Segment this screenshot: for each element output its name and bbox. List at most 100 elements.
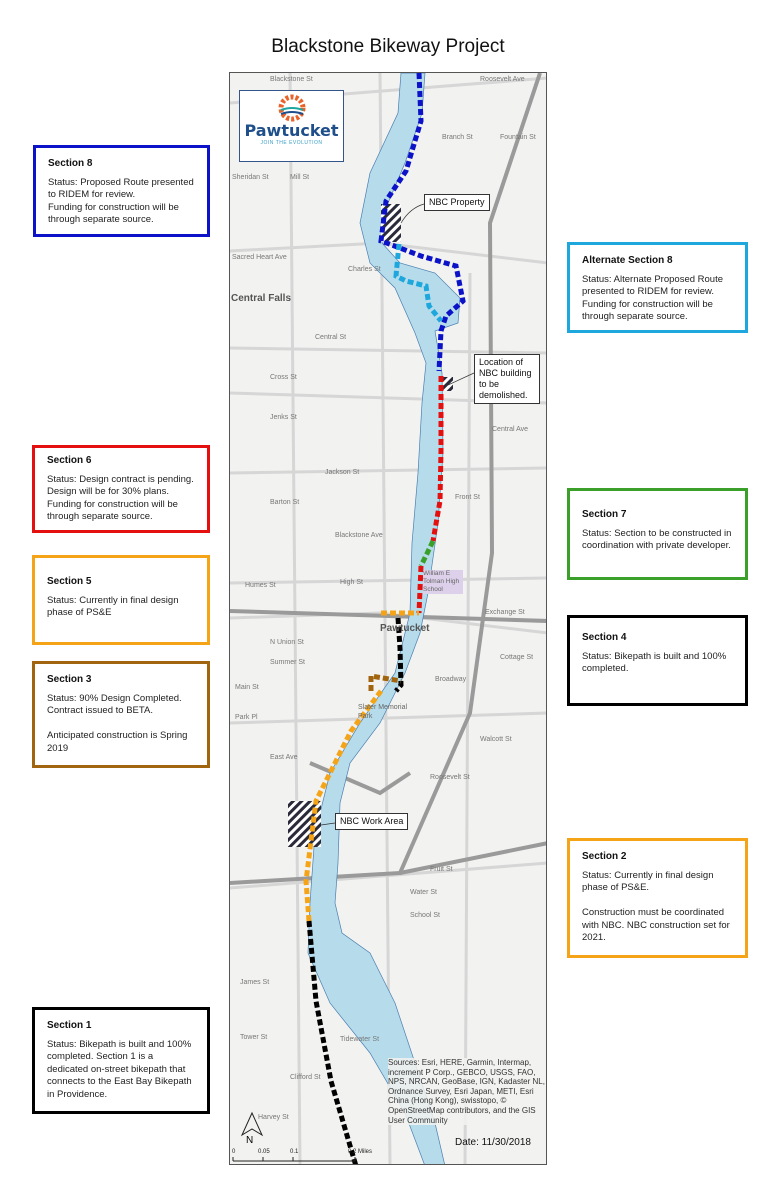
callout-nbc-demolish: Location of NBC building to be demolishe… bbox=[474, 354, 540, 404]
section-8-box: Section 8 Status: Proposed Route present… bbox=[33, 145, 210, 237]
map-canvas bbox=[230, 73, 546, 1164]
highway-exchange bbox=[230, 609, 546, 623]
street-label: Cottage St bbox=[500, 654, 534, 661]
scale-tick: 0.1 bbox=[290, 1149, 299, 1155]
street-label: Cross St bbox=[270, 374, 297, 381]
section-status: Status: Currently in final design phase … bbox=[582, 869, 730, 944]
section-5-box: Section 5 Status: Currently in final des… bbox=[32, 555, 210, 645]
street-label: Walcott St bbox=[480, 736, 512, 743]
place-park: Slater Memorial Park bbox=[358, 704, 408, 720]
bikeway-routes bbox=[303, 73, 466, 1164]
street-label: Fountain St bbox=[500, 134, 536, 141]
street-label: Sheridan St bbox=[232, 174, 269, 181]
street-label: Tidewater St bbox=[340, 1036, 380, 1043]
street-label: East Ave bbox=[270, 754, 298, 761]
gear-logo-icon bbox=[278, 94, 306, 122]
street-label: Mill St bbox=[290, 174, 310, 181]
section-status: Status: 90% Design Completed. Contract i… bbox=[47, 692, 188, 754]
pawtucket-logo: Pawtucket JOIN THE EVOLUTION bbox=[239, 90, 344, 162]
highways bbox=[230, 73, 546, 885]
section-1-box: Section 1 Status: Bikepath is built and … bbox=[32, 1007, 210, 1114]
street-label: High St bbox=[340, 579, 363, 586]
map-frame[interactable]: Pawtucket JOIN THE EVOLUTION NBC Propert… bbox=[229, 72, 547, 1165]
section-heading: Section 4 bbox=[582, 632, 627, 643]
street-label: Roosevelt Ave bbox=[480, 76, 525, 83]
north-arrow bbox=[240, 1111, 264, 1137]
place-school: William E Tolman High School bbox=[423, 570, 463, 594]
street-label: Summer St bbox=[270, 659, 306, 666]
section-2-box: Section 2 Status: Currently in final des… bbox=[567, 838, 748, 958]
section-heading: Section 5 bbox=[47, 576, 92, 587]
street-label: Exchange St bbox=[485, 609, 525, 616]
street-label: Broadway bbox=[435, 676, 467, 683]
street-label: Blackstone St bbox=[270, 76, 313, 83]
road bbox=[230, 346, 546, 355]
route-section-4 bbox=[394, 617, 404, 693]
scale-tick: 0.05 bbox=[258, 1149, 270, 1155]
place-central-falls: Central Falls bbox=[231, 293, 292, 304]
north-label: N bbox=[246, 1135, 254, 1146]
callout-nbc-property: NBC Property bbox=[424, 194, 490, 211]
street-label: Fruit St bbox=[430, 866, 453, 873]
road bbox=[230, 611, 546, 635]
street-label: Roosevelt St bbox=[430, 774, 470, 781]
route-section-3 bbox=[368, 673, 402, 691]
route-section-6 bbox=[430, 376, 444, 542]
section-heading: Section 6 bbox=[47, 455, 92, 466]
section-status: Status: Bikepath is built and 100% compl… bbox=[582, 650, 727, 675]
route-section-8 bbox=[378, 73, 466, 372]
route-section-7 bbox=[418, 539, 436, 568]
street-label: Main St bbox=[235, 684, 259, 691]
street-label: Humes St bbox=[245, 582, 276, 589]
section-status: Status: Bikepath is built and 100% compl… bbox=[47, 1038, 192, 1100]
street-label: Barton St bbox=[270, 499, 300, 506]
street-label: Harvey St bbox=[258, 1114, 289, 1121]
section-4-box: Section 4 Status: Bikepath is built and … bbox=[567, 615, 748, 706]
street-label: Sacred Heart Ave bbox=[232, 254, 287, 261]
map-sources: Sources: Esri, HERE, Garmin, Intermap, i… bbox=[388, 1058, 546, 1126]
street-label: Clifford St bbox=[290, 1074, 321, 1081]
street-label: Water St bbox=[410, 889, 437, 896]
scale-bar bbox=[232, 1157, 356, 1162]
nbc-building-area bbox=[443, 377, 453, 391]
place-pawtucket: Pawtucket bbox=[380, 623, 430, 634]
route-section-6b bbox=[416, 565, 424, 614]
street-label: Tower St bbox=[240, 1034, 268, 1041]
section-status: Status: Alternate Proposed Route present… bbox=[582, 273, 724, 323]
section-7-box: Section 7 Status: Section to be construc… bbox=[567, 488, 748, 580]
logo-wordmark: Pawtucket bbox=[244, 121, 339, 140]
section-status: Status: Section to be constructed in coo… bbox=[582, 527, 732, 552]
scale-tick: 0 bbox=[232, 1149, 236, 1155]
street-label: N Union St bbox=[270, 639, 304, 646]
highway-i95-south bbox=[399, 841, 546, 875]
scale-tick: 0.2 Miles bbox=[348, 1149, 373, 1155]
street-label: James St bbox=[240, 979, 270, 986]
road bbox=[230, 576, 546, 585]
highway-i95 bbox=[230, 73, 542, 885]
route-section-2 bbox=[303, 689, 383, 922]
north-arrow-icon bbox=[240, 1111, 264, 1137]
section-heading: Section 8 bbox=[48, 158, 93, 169]
page-title: Blackstone Bikeway Project bbox=[271, 36, 505, 57]
section-heading: Section 3 bbox=[47, 674, 92, 685]
road bbox=[230, 466, 546, 475]
street-label: School St bbox=[410, 912, 440, 919]
map-date: Date: 11/30/2018 bbox=[455, 1137, 531, 1148]
section-heading: Section 7 bbox=[582, 509, 627, 520]
street-label: Central Ave bbox=[492, 426, 529, 433]
street-label: Jackson St bbox=[325, 469, 360, 476]
section-heading: Alternate Section 8 bbox=[582, 255, 673, 266]
route-section-1 bbox=[306, 920, 359, 1164]
road bbox=[288, 73, 302, 1164]
callout-nbc-work-area: NBC Work Area bbox=[335, 813, 409, 830]
street-label: Charles St bbox=[348, 266, 381, 273]
street-label: Branch St bbox=[442, 134, 473, 141]
section-6-box: Section 6 Status: Design contract is pen… bbox=[32, 445, 210, 533]
road bbox=[230, 711, 546, 725]
street-label: Central St bbox=[315, 334, 347, 341]
street-label: Blackstone Ave bbox=[335, 532, 383, 539]
alternate-section-8-box: Alternate Section 8 Status: Alternate Pr… bbox=[567, 242, 748, 333]
logo-tagline: JOIN THE EVOLUTION bbox=[260, 140, 323, 146]
callout-leaders bbox=[320, 203, 475, 826]
section-heading: Section 2 bbox=[582, 851, 627, 862]
